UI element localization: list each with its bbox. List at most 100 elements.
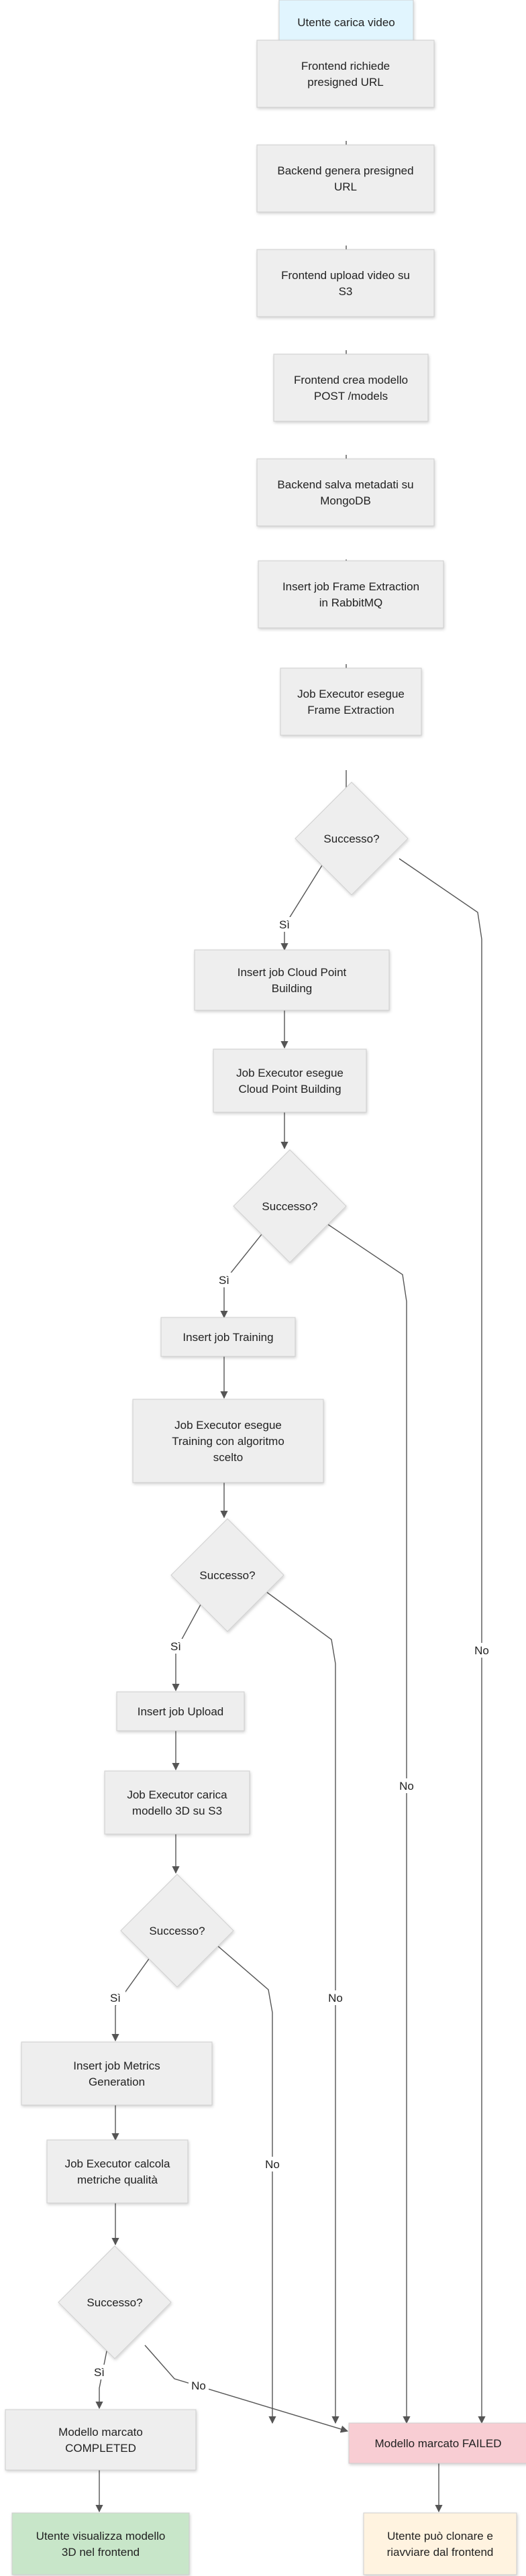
node-label: COMPLETED bbox=[65, 2442, 136, 2455]
node-insert-train: Insert job Training bbox=[160, 1317, 296, 1357]
process-box bbox=[273, 354, 429, 422]
node-dec3: Successo? bbox=[170, 1518, 284, 1632]
node-upload-s3: Frontend upload video su S3 bbox=[256, 249, 435, 317]
node-dec4: Successo? bbox=[120, 1874, 234, 1988]
node-label: presigned URL bbox=[307, 76, 383, 89]
edge-arrow bbox=[144, 2345, 349, 2433]
node-label: Job Executor esegue bbox=[236, 1067, 344, 1079]
node-label: Backend salva metadati su bbox=[277, 478, 413, 491]
process-box bbox=[278, 0, 414, 45]
node-label: 3D nel frontend bbox=[62, 2546, 140, 2559]
node-label: Building bbox=[272, 982, 313, 995]
process-box bbox=[256, 458, 435, 527]
edge-label-background bbox=[262, 2157, 282, 2171]
process-box bbox=[46, 2139, 189, 2204]
process-box bbox=[132, 1399, 324, 1483]
node-dec1: Successo? bbox=[295, 782, 409, 896]
edge-arrow bbox=[95, 2347, 108, 2410]
edge-label-yes: Sì bbox=[219, 1274, 229, 1287]
node-label: Successo? bbox=[323, 833, 379, 845]
edge-label-background bbox=[397, 1778, 417, 1793]
node-label: Insert job Training bbox=[182, 1331, 273, 1344]
node-label: Successo? bbox=[149, 1925, 205, 1937]
node-label: S3 bbox=[339, 285, 353, 298]
decision-diamond bbox=[295, 782, 409, 896]
node-dec2: Successo? bbox=[233, 1149, 347, 1263]
process-box bbox=[258, 560, 444, 629]
node-save-meta: Backend salva metadati su MongoDB bbox=[256, 458, 435, 527]
edge-label-background bbox=[214, 1273, 234, 1287]
edge-label-background bbox=[472, 1643, 492, 1658]
node-label: Utente può clonare e bbox=[387, 2530, 493, 2542]
node-retry: Utente può clonare e riavviare dal fronte… bbox=[363, 2512, 517, 2575]
node-label: Job Executor esegue bbox=[174, 1419, 282, 1432]
edge-label-no: No bbox=[265, 2158, 280, 2171]
node-label: Insert job Cloud Point bbox=[238, 966, 347, 979]
process-box bbox=[116, 1691, 245, 1731]
process-box bbox=[5, 2409, 197, 2471]
edge-label-background bbox=[89, 2365, 109, 2379]
node-label: Frontend upload video su bbox=[281, 269, 410, 282]
node-label: URL bbox=[334, 180, 357, 193]
node-label: MongoDB bbox=[320, 494, 371, 507]
node-label: Utente visualizza modello bbox=[36, 2530, 166, 2542]
process-box bbox=[256, 40, 435, 108]
edge-arrow bbox=[280, 865, 323, 951]
process-box bbox=[280, 667, 422, 736]
process-box bbox=[194, 949, 390, 1011]
node-label: Insert job Frame Extraction bbox=[282, 580, 419, 593]
node-label: Utente carica video bbox=[297, 16, 395, 29]
decision-diamond bbox=[58, 2245, 172, 2359]
node-label: POST /models bbox=[314, 390, 388, 402]
edge-label-background bbox=[105, 1990, 125, 2005]
node-label: modello 3D su S3 bbox=[132, 1805, 222, 1817]
node-label: Modello marcato bbox=[58, 2426, 143, 2438]
edge-label-no: No bbox=[474, 1644, 489, 1657]
node-dec5: Successo? bbox=[58, 2245, 172, 2359]
edge-label-yes: Sì bbox=[170, 1640, 181, 1653]
node-label: Cloud Point Building bbox=[238, 1083, 341, 1095]
node-label: Training con algoritmo bbox=[172, 1435, 284, 1448]
process-box bbox=[256, 144, 435, 213]
process-box bbox=[104, 1770, 250, 1835]
node-insert-frame: Insert job Frame Extraction in RabbitMQ bbox=[258, 560, 444, 629]
node-upload: Utente carica video bbox=[278, 0, 414, 45]
node-label: Generation bbox=[89, 2076, 145, 2088]
node-view: Utente visualizza modello 3D nel frontend bbox=[11, 2512, 190, 2575]
edge-label-yes: Sì bbox=[279, 918, 290, 931]
node-label: Job Executor calcola bbox=[65, 2157, 170, 2170]
node-label: Job Executor esegue bbox=[297, 688, 405, 700]
edge-label-background bbox=[274, 917, 295, 932]
edge-label-yes: Sì bbox=[110, 1992, 121, 2004]
node-label: Insert job Upload bbox=[138, 1705, 224, 1718]
edge-label-no: No bbox=[191, 2379, 206, 2392]
node-insert-upload: Insert job Upload bbox=[116, 1691, 245, 1731]
edge-label-no: No bbox=[399, 1780, 414, 1792]
decision-diamond bbox=[170, 1518, 284, 1632]
edge-label-background bbox=[325, 1990, 346, 2005]
edge-label-yes: Sì bbox=[94, 2366, 105, 2379]
process-box bbox=[11, 2512, 190, 2575]
edge-arrow bbox=[209, 1938, 276, 2424]
node-label: in RabbitMQ bbox=[319, 596, 382, 609]
decision-diamond bbox=[233, 1149, 347, 1263]
node-label: Frontend richiede bbox=[301, 60, 390, 72]
node-failed: Modello marcato FAILED bbox=[348, 2422, 526, 2464]
node-label: scelto bbox=[213, 1451, 243, 1464]
node-label: riavviare dal frontend bbox=[387, 2546, 494, 2559]
process-box bbox=[256, 249, 435, 317]
process-box bbox=[363, 2512, 517, 2575]
edge-label-background bbox=[189, 2378, 209, 2393]
